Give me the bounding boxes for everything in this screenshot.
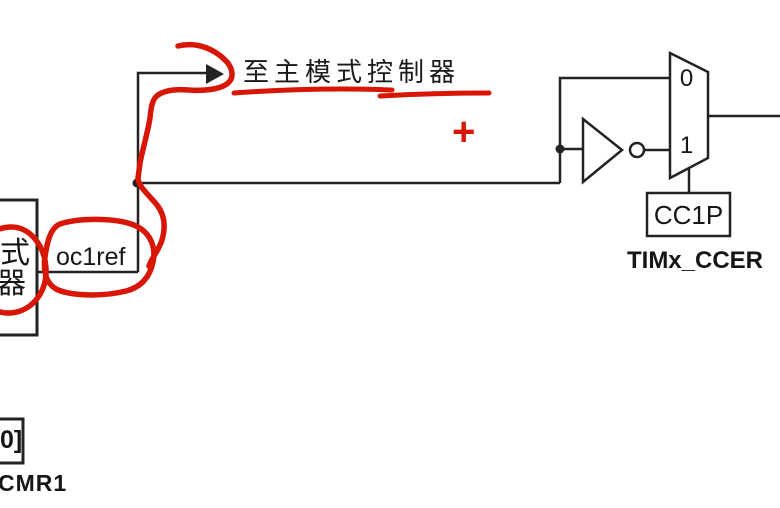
- red-loop-mode-box: [0, 224, 49, 316]
- oc1m-field-box: [0, 417, 25, 465]
- mode-controller-text-line2: 器: [0, 268, 27, 300]
- junction-dot-right: [555, 144, 565, 154]
- mux-input-1-label: 1: [679, 132, 694, 159]
- timx-ccer-register-label: TIMx_CCER: [626, 247, 764, 274]
- red-underline-annotation: [231, 86, 492, 99]
- cc1p-box: [645, 191, 732, 238]
- timx-ccmr1-register-label: CMR1: [0, 470, 68, 496]
- inverter-bubble-icon: [628, 141, 646, 159]
- red-plus-annotation: +: [452, 110, 476, 154]
- wire-to-master: [136, 71, 208, 272]
- wire-mux-input0: [558, 76, 670, 183]
- mux-input-0-label: 0: [679, 65, 694, 92]
- oc1m-field-label: 0]: [0, 426, 23, 454]
- arrow-right-icon: [206, 64, 224, 84]
- mux-shape: [668, 50, 710, 181]
- oc1ref-signal-label: oc1ref: [56, 243, 126, 271]
- cc1p-bit-label: CC1P: [653, 199, 724, 230]
- red-hook-annotation: [135, 41, 235, 269]
- inverter-gate-icon: [581, 116, 624, 185]
- mode-controller-text-line1: 式: [0, 237, 30, 270]
- to-master-mode-controller-label: 至主模式控制器: [243, 58, 461, 87]
